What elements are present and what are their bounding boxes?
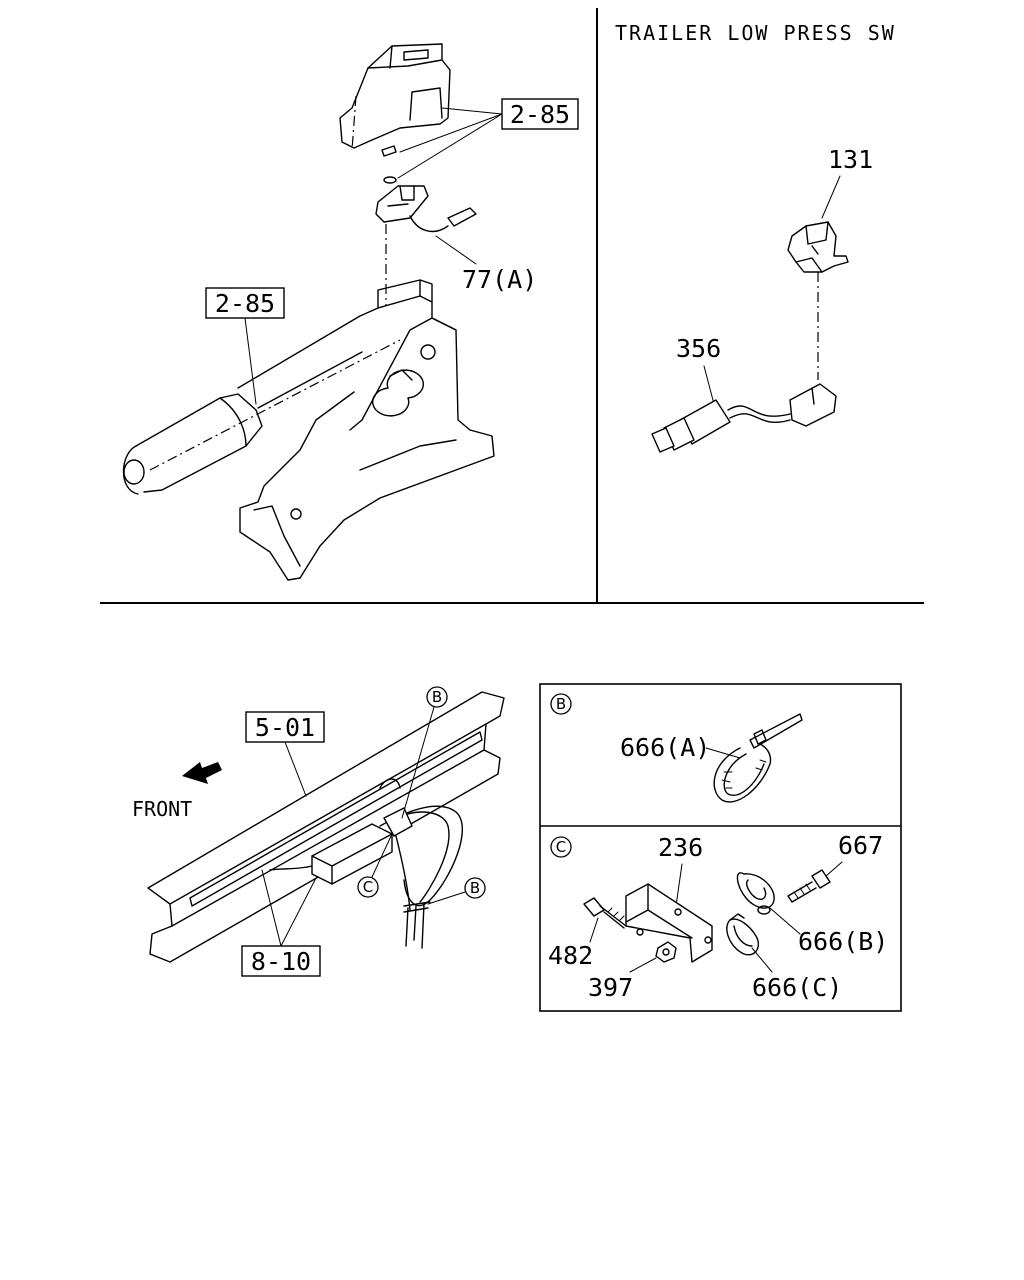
callout-b-top: B	[426, 686, 448, 708]
detail-c-marker-label: C	[556, 838, 566, 856]
callout-b-low-label: B	[470, 879, 480, 897]
part-236-label: 236	[658, 833, 703, 862]
part-77a-label: 77(A)	[462, 265, 537, 294]
cable-tie-666a-illustration	[713, 713, 803, 803]
leader-callout-c	[371, 833, 393, 878]
leader-2-85-lower	[244, 317, 257, 405]
detail-c-marker: C	[550, 836, 572, 858]
leader-666b	[769, 907, 801, 935]
ref-2-85-upper-label: 2-85	[510, 100, 570, 129]
leader-666a	[705, 747, 741, 759]
part-666b-label: 666(B)	[798, 927, 888, 956]
ref-box-8-10: 8-10	[241, 945, 321, 977]
front-arrow-icon	[182, 762, 222, 784]
part-482-label: 482	[548, 941, 593, 970]
ref-box-2-85-lower: 2-85	[205, 287, 285, 319]
bracket-236-illustration	[625, 883, 713, 963]
leader-77a	[435, 235, 477, 265]
leader-2-85-upper	[397, 107, 503, 179]
leader-callout-b-top	[401, 706, 435, 819]
pressure-switch-356-illustration	[651, 383, 837, 453]
leader-667	[825, 861, 843, 877]
ref-5-01-label: 5-01	[255, 713, 315, 742]
part-131-label: 131	[828, 145, 873, 174]
part-666a-label: 666(A)	[620, 733, 710, 762]
parking-brake-lever-illustration	[122, 43, 495, 581]
part-397-label: 397	[588, 973, 633, 1002]
callout-b-low: B	[464, 877, 486, 899]
ref-box-5-01: 5-01	[245, 711, 325, 743]
leader-236	[675, 863, 683, 907]
bolt-482-illustration	[583, 897, 627, 929]
callout-c-label: C	[363, 878, 373, 896]
leader-5-01	[284, 741, 307, 797]
part-666c-label: 666(C)	[752, 973, 842, 1002]
leader-356	[703, 365, 715, 405]
leader-482	[589, 917, 599, 943]
leader-397	[629, 957, 657, 973]
detail-panel-frame	[539, 683, 902, 1012]
callout-b-top-label: B	[432, 688, 442, 706]
detail-b-marker: B	[550, 693, 572, 715]
part-356-label: 356	[676, 334, 721, 363]
clip-666c-illustration	[726, 913, 760, 956]
leader-131	[821, 175, 841, 219]
clip-666b-illustration	[736, 872, 775, 915]
screw-667-illustration	[787, 869, 831, 903]
ref-box-2-85-upper: 2-85	[501, 98, 579, 130]
part-667-label: 667	[838, 831, 883, 860]
nut-397-illustration	[655, 941, 677, 963]
front-label: FRONT	[132, 797, 192, 821]
detail-b-marker-label: B	[556, 695, 566, 713]
ref-2-85-lower-label: 2-85	[215, 289, 275, 318]
connector-131-illustration	[787, 221, 849, 273]
leader-8-10	[261, 869, 317, 947]
frame-rail-illustration	[147, 691, 505, 963]
callout-c: C	[357, 876, 379, 898]
leader-callout-b-low	[427, 891, 466, 905]
ref-8-10-label: 8-10	[251, 947, 311, 976]
trailer-low-press-sw-title: TRAILER LOW PRESS SW	[615, 21, 896, 45]
